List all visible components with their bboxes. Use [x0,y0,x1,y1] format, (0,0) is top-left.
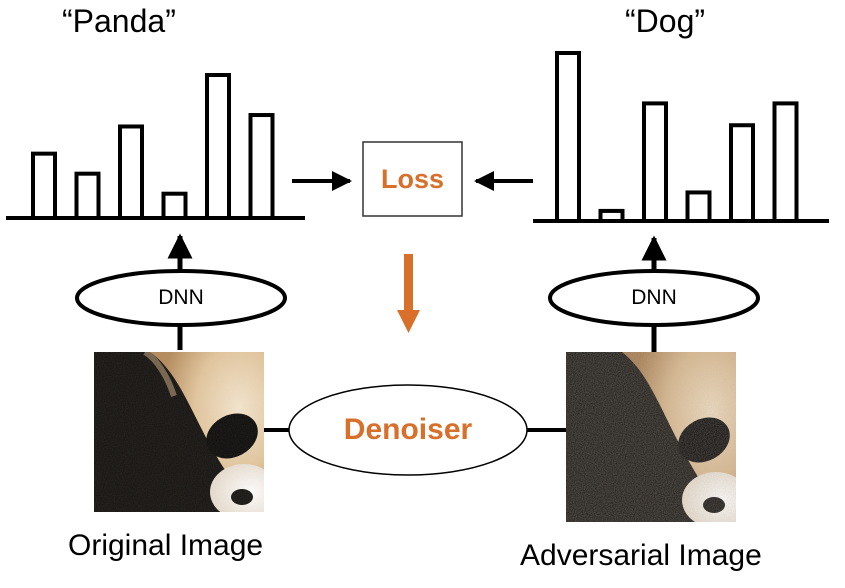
original-panda-image [94,352,264,512]
left-chart-bar-5 [205,73,231,220]
adversarial-image-caption: Adversarial Image [520,539,762,572]
right-chart-bar-3 [642,101,668,223]
right-dnn-node [548,269,760,327]
loss-box [362,141,463,217]
right-chart-bar-6 [772,101,799,223]
original-image-caption: Original Image [68,529,264,562]
adversarial-panda-image [566,352,736,522]
left-chart-bar-6 [248,113,275,220]
right-chart-bar-4 [685,190,712,224]
left-chart-bar-2 [74,171,101,220]
left-dnn-node [75,269,287,327]
right-chart-bar-2 [598,208,625,223]
denoiser-node [288,384,528,476]
right-class-label: “Dog” [625,3,706,39]
left-chart-bar-4 [161,191,188,221]
left-class-label: “Panda” [62,3,176,39]
left-chart-bar-3 [118,124,144,220]
right-chart-bar-5 [729,123,755,223]
left-chart-bars [31,73,275,221]
denoiser-label: Denoiser [343,413,473,446]
loss-to-denoiser-arrow [397,254,420,333]
right-chart-bar-1 [555,51,581,223]
loss-label: Loss [380,163,445,194]
left-chart-bar-1 [31,151,57,220]
right-dnn-label: DNN [631,286,677,309]
left-dnn-label: DNN [158,286,204,309]
right-chart-bars [555,51,799,224]
